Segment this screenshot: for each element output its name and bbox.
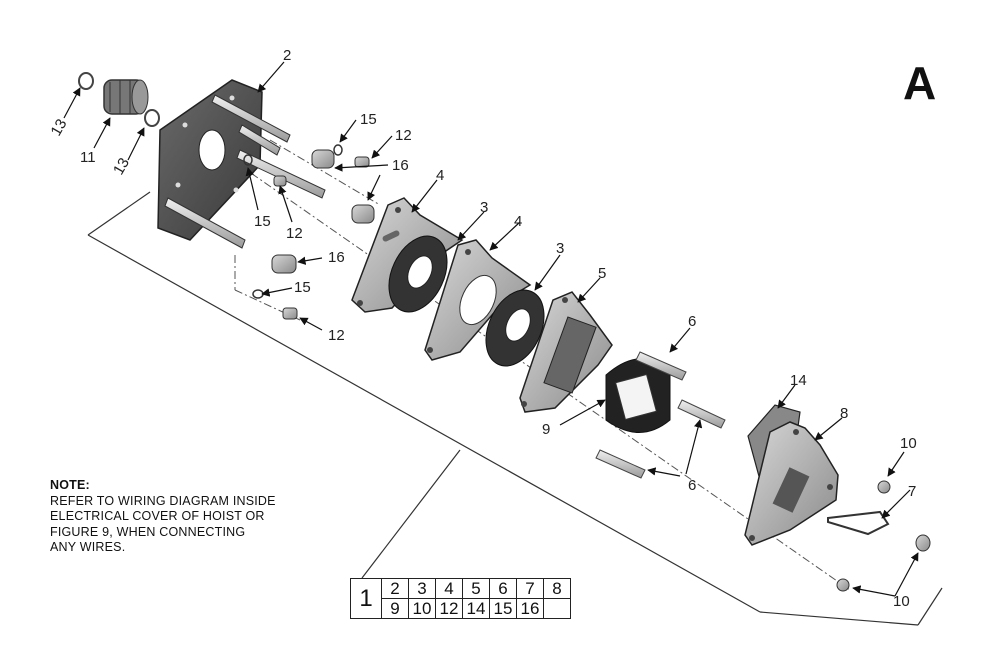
clip-ring-part-13-right bbox=[144, 109, 160, 127]
callout-3-first: 3 bbox=[480, 199, 488, 216]
nut-part-10-right bbox=[915, 534, 931, 552]
kit-part-cell: 8 bbox=[543, 578, 571, 599]
kit-parts-table: 1 2 3 4 5 6 7 8 9 10 12 14 15 16 bbox=[350, 578, 571, 619]
callout-12-lower: 12 bbox=[328, 327, 345, 344]
kit-part-cell: 9 bbox=[381, 598, 409, 619]
coil-part-9 bbox=[605, 358, 671, 433]
washer-part-15-upper bbox=[333, 144, 343, 156]
bolt-part-12-lower bbox=[282, 307, 298, 320]
note-line: ELECTRICAL COVER OF HOIST OR bbox=[50, 509, 265, 523]
kit-part-cell: 3 bbox=[408, 578, 436, 599]
callout-15-upper: 15 bbox=[360, 111, 377, 128]
callout-4-first: 4 bbox=[436, 167, 444, 184]
kit-part-cell: 2 bbox=[381, 578, 409, 599]
wiring-note: NOTE: REFER TO WIRING DIAGRAM INSIDE ELE… bbox=[50, 478, 276, 556]
kit-part-cell: 12 bbox=[435, 598, 463, 619]
retainer-clip-part-7 bbox=[827, 510, 890, 536]
kit-part-cell: 15 bbox=[489, 598, 517, 619]
note-line: REFER TO WIRING DIAGRAM INSIDE bbox=[50, 493, 276, 508]
coupling-part-11 bbox=[103, 79, 149, 115]
callout-12-mid: 12 bbox=[286, 225, 303, 242]
note-line: ANY WIRES. bbox=[50, 540, 126, 554]
washer-part-15-lower bbox=[252, 289, 264, 299]
callout-2: 2 bbox=[283, 47, 291, 64]
callout-11: 11 bbox=[80, 149, 96, 166]
kit-part-cell: 10 bbox=[408, 598, 436, 619]
bolt-part-12-mid bbox=[273, 175, 287, 187]
callout-16-upper: 16 bbox=[392, 157, 409, 174]
spacer-part-16-middle bbox=[351, 204, 375, 224]
callout-15-lower: 15 bbox=[294, 279, 311, 296]
kit-part-cell: 7 bbox=[516, 578, 544, 599]
nut-part-10-upper bbox=[877, 480, 891, 494]
spacer-part-16-lower bbox=[271, 254, 297, 274]
kit-part-cell: 4 bbox=[435, 578, 463, 599]
callout-13-left: 13 bbox=[47, 116, 70, 139]
callout-12-upper: 12 bbox=[395, 127, 412, 144]
callout-16-lower: 16 bbox=[328, 249, 345, 266]
callout-13-right: 13 bbox=[110, 155, 133, 178]
callout-15-mid: 15 bbox=[254, 213, 271, 230]
figure-letter: A bbox=[903, 57, 937, 109]
friction-disc-part-3-second bbox=[485, 289, 545, 367]
spacer-part-16-upper bbox=[311, 149, 335, 169]
end-cover-part-8 bbox=[744, 421, 839, 546]
callout-5: 5 bbox=[598, 265, 606, 282]
callout-8: 8 bbox=[840, 405, 848, 422]
kit-part-cell: 14 bbox=[462, 598, 490, 619]
callout-6-lower: 6 bbox=[688, 477, 696, 494]
callout-14: 14 bbox=[790, 372, 807, 389]
callout-10-lower: 10 bbox=[893, 593, 910, 610]
kit-part-cell-empty bbox=[543, 598, 571, 619]
magnet-housing-part-5 bbox=[519, 291, 613, 413]
springs-part-6 bbox=[595, 351, 726, 479]
callout-7: 7 bbox=[908, 483, 916, 500]
kit-part-cell: 5 bbox=[462, 578, 490, 599]
washer-part-15-mid bbox=[243, 154, 253, 166]
clip-ring-part-13-left bbox=[78, 72, 94, 90]
note-title: NOTE: bbox=[50, 478, 90, 492]
bolt-part-12-upper bbox=[354, 156, 370, 168]
friction-disc-part-3-first bbox=[388, 235, 448, 313]
callout-10-upper: 10 bbox=[900, 435, 917, 452]
note-line: FIGURE 9, WHEN CONNECTING bbox=[50, 524, 246, 539]
kit-part-cell: 16 bbox=[516, 598, 544, 619]
kit-part-cell: 6 bbox=[489, 578, 517, 599]
callout-9: 9 bbox=[542, 421, 550, 438]
callout-3-second: 3 bbox=[556, 240, 564, 257]
kit-number-cell: 1 bbox=[350, 578, 382, 619]
nut-part-10-lower bbox=[836, 578, 850, 592]
assembly-bracket bbox=[87, 191, 943, 626]
callout-labels: 2 13 11 13 15 12 16 15 12 4 3 4 3 5 16 1… bbox=[47, 47, 916, 610]
callout-4-second: 4 bbox=[514, 213, 522, 230]
callout-6-upper: 6 bbox=[688, 313, 696, 330]
leader-arrows bbox=[63, 61, 919, 597]
brake-plate-part-4-second bbox=[424, 239, 532, 361]
studs bbox=[164, 94, 326, 249]
